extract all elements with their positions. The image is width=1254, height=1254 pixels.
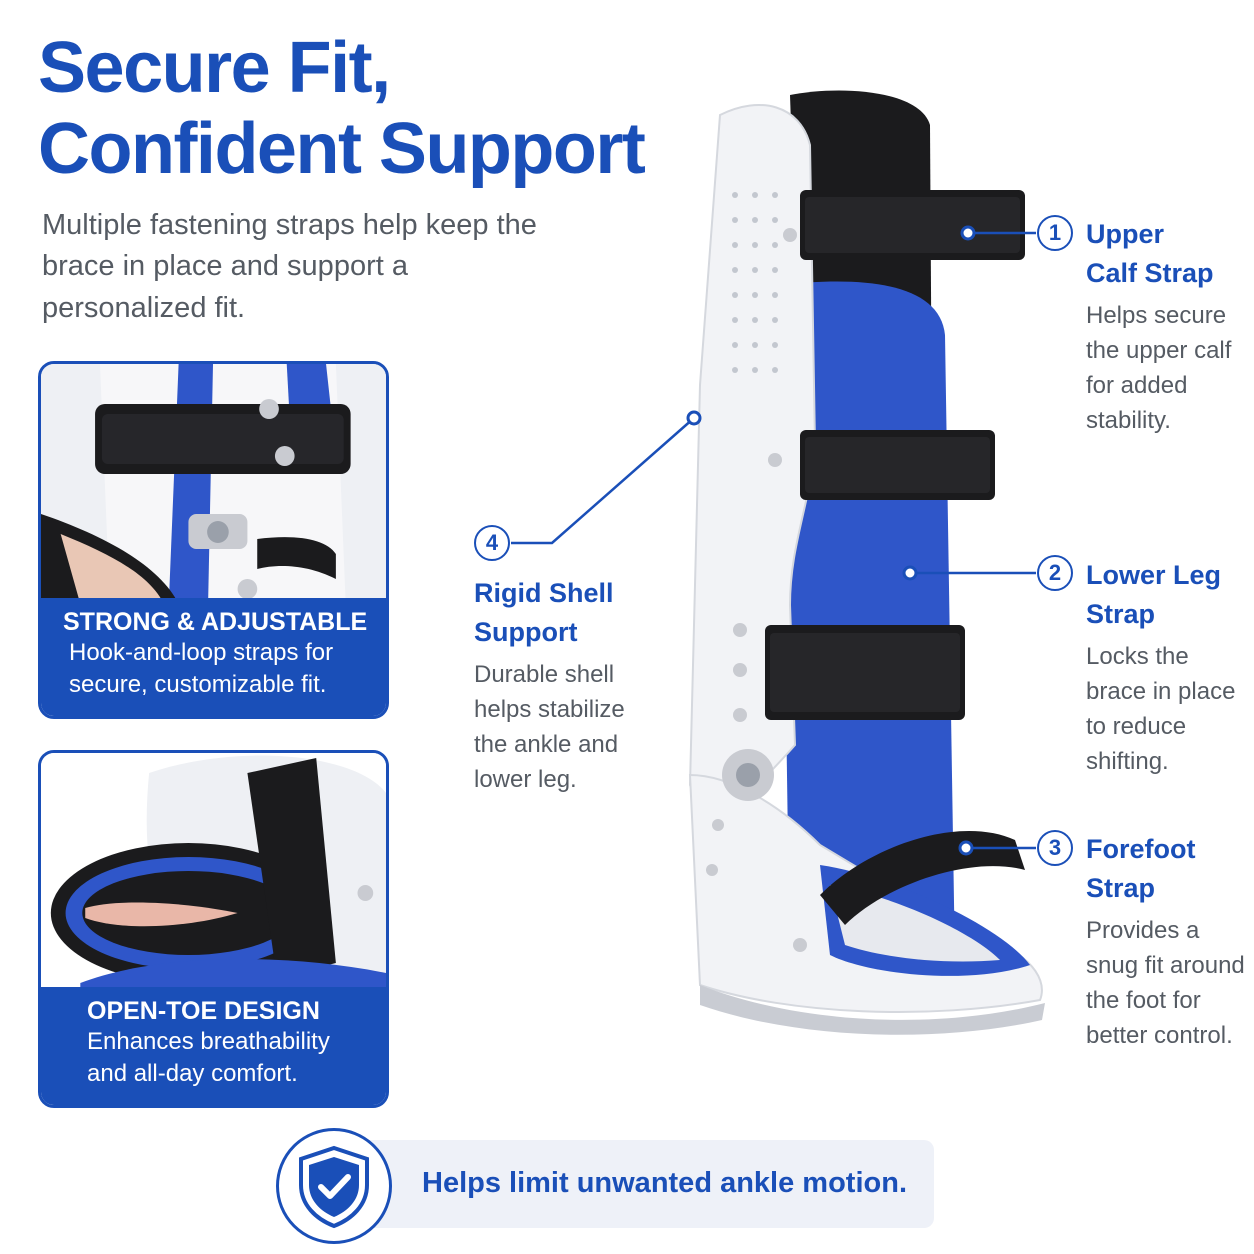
feature-card-open-toe: OPEN-TOE DESIGN Enhances breathability a…	[38, 750, 389, 1108]
callout-lower-leg-strap: Lower Leg Strap Locks the brace in place…	[1086, 556, 1251, 779]
intro-text: Multiple fastening straps help keep the …	[42, 209, 537, 324]
headline: Secure Fit, Confident Support	[38, 28, 698, 189]
callout-title-1a: Upper	[1086, 219, 1165, 249]
shield-check-icon	[299, 1145, 369, 1229]
callout-title-4b: Support	[474, 617, 578, 648]
callout-text-2: Locks the brace in place to reduce shift…	[1086, 643, 1236, 775]
callout-title-3b: Strap	[1086, 873, 1156, 904]
callout-text-1: Helps secure the upper calf for added st…	[1086, 302, 1232, 434]
card-title-open-toe: OPEN-TOE DESIGN	[87, 997, 320, 1025]
shield-check-badge	[276, 1128, 392, 1244]
callout-number-3: 3	[1037, 830, 1073, 866]
benefit-banner: Helps limit unwanted ankle motion.	[320, 1140, 934, 1228]
card-text-adjustable-2: secure, customizable fit.	[69, 671, 327, 699]
callout-title-3a: Forefoot	[1086, 834, 1196, 864]
callout-title-1b: Calf Strap	[1086, 258, 1214, 289]
card-caption-open-toe: OPEN-TOE DESIGN Enhances breathability a…	[41, 987, 386, 1105]
strap-closeup-illustration	[41, 364, 386, 604]
callout-number-1: 1	[1037, 215, 1073, 251]
callout-text-3: Provides a snug fit around the foot for …	[1086, 917, 1245, 1049]
callout-forefoot-strap: Forefoot Strap Provides a snug fit aroun…	[1086, 830, 1251, 1053]
callout-title-4a: Rigid Shell	[474, 578, 614, 608]
banner-text: Helps limit unwanted ankle motion.	[422, 1167, 907, 1199]
card-title-adjustable: STRONG & ADJUSTABLE	[63, 608, 368, 636]
callout-text-4: Durable shell helps stabilize the ankle …	[474, 661, 625, 793]
open-toe-illustration	[41, 753, 386, 993]
callout-rigid-shell-support: Rigid Shell Support Durable shell helps …	[474, 574, 649, 797]
card-text-open-toe-2: and all-day comfort.	[87, 1060, 298, 1088]
headline-line-2: Confident Support	[38, 108, 646, 189]
callout-title-2a: Lower Leg	[1086, 560, 1222, 590]
card-caption-adjustable: STRONG & ADJUSTABLE Hook-and-loop straps…	[41, 598, 386, 716]
callout-upper-calf-strap: Upper Calf Strap Helps secure the upper …	[1086, 215, 1251, 438]
callout-number-4: 4	[474, 525, 510, 561]
card-text-adjustable-1: Hook-and-loop straps for	[69, 639, 334, 666]
callout-title-2b: Strap	[1086, 599, 1156, 630]
feature-card-adjustable: STRONG & ADJUSTABLE Hook-and-loop straps…	[38, 361, 389, 719]
callout-number-2: 2	[1037, 555, 1073, 591]
headline-line-1: Secure Fit,	[38, 28, 391, 108]
walker-boot-illustration	[688, 90, 1045, 1035]
card-text-open-toe-1: Enhances breathability	[87, 1028, 330, 1055]
